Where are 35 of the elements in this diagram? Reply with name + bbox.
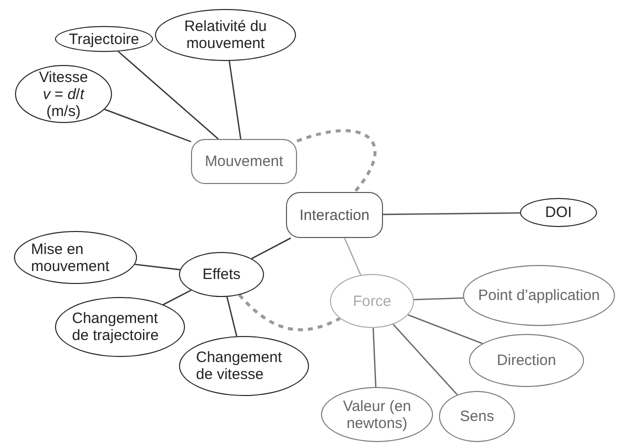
concept-label: Vitesse — [38, 68, 89, 86]
concept-rounded-box — [191, 139, 297, 184]
concept-label: DOI — [544, 204, 573, 221]
connector-line — [251, 237, 292, 260]
concept-label: (m/s) — [45, 102, 82, 120]
connector-line — [392, 324, 458, 396]
connector-line — [162, 290, 192, 306]
connector-line — [372, 328, 376, 388]
concept-label: Interaction — [298, 206, 371, 224]
concept-ellipse — [55, 26, 153, 52]
concept-label: Changement de trajectoire — [71, 310, 160, 344]
connector-line — [228, 60, 242, 140]
connector-line — [118, 50, 219, 140]
connector-line — [414, 297, 464, 300]
concept-label: Direction — [496, 352, 558, 369]
concept-label: v = d/t — [42, 86, 86, 102]
concept-label: Sens — [458, 408, 496, 425]
dashed-curve-connector — [296, 129, 376, 193]
connector-line — [383, 212, 520, 216]
concept-rounded-box — [286, 192, 383, 238]
concept-label: Trajectoire — [68, 30, 140, 48]
concept-label: Mise en mouvement — [30, 240, 110, 274]
connector-line — [226, 296, 238, 336]
dashed-curve-connector — [238, 294, 341, 332]
connector-line — [408, 314, 483, 344]
connector-line — [344, 238, 362, 276]
concept-label: Changement de vitesse — [195, 349, 283, 383]
concept-label: Mouvement — [204, 153, 284, 170]
connector-line — [134, 264, 180, 270]
concept-label: Force — [352, 292, 392, 310]
concept-label: Point d’application — [477, 287, 601, 304]
concept-label: Effets — [201, 266, 242, 283]
concept-label: Valeur (en newtons) — [342, 398, 412, 432]
connector-line — [104, 108, 192, 142]
concept-label: Relativité du mouvement — [183, 18, 268, 52]
